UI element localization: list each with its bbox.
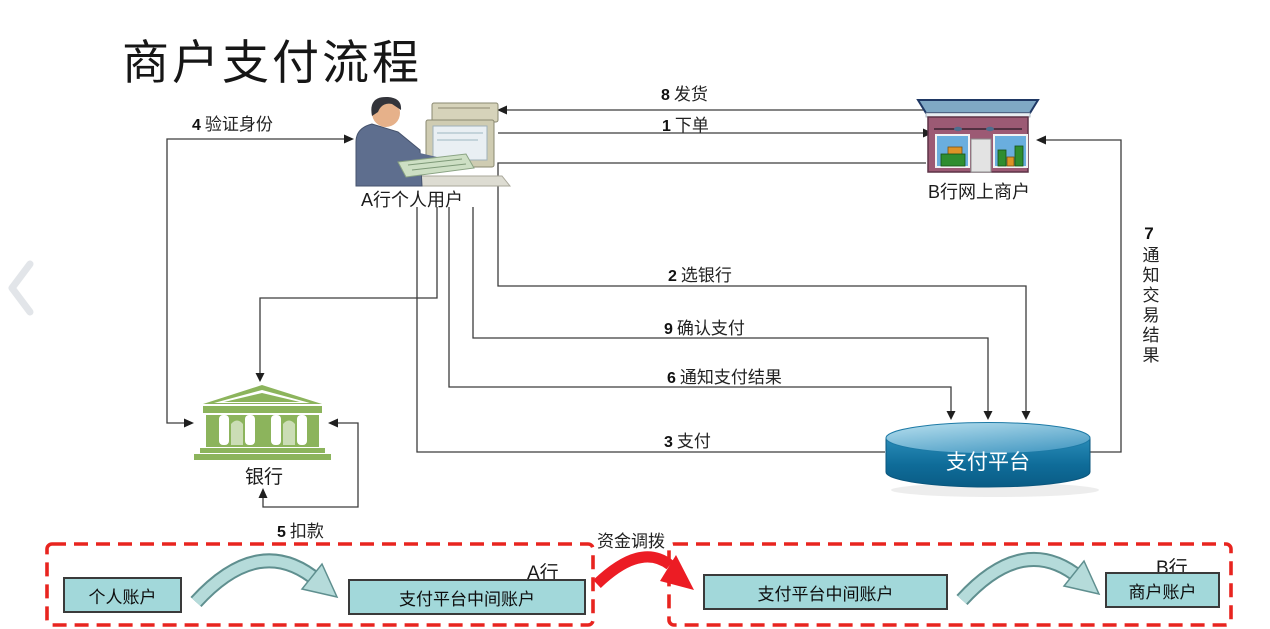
account-box-platform-a: 支付平台中间账户 bbox=[348, 579, 586, 615]
bank-building-icon bbox=[194, 385, 331, 460]
merchant-node-label: B行网上商户 bbox=[927, 182, 1030, 202]
zone-a-tag: A行 bbox=[527, 563, 559, 584]
settlement-zone-b-border bbox=[667, 542, 1233, 627]
fund-flow-arrow-a bbox=[190, 553, 339, 608]
bank-node-label: 银行 bbox=[244, 467, 283, 488]
flow-lines bbox=[166, 109, 1122, 508]
platform-label: 支付平台 bbox=[946, 451, 1030, 474]
flow-line-5-deduct bbox=[262, 422, 359, 508]
flow-arrowheads bbox=[184, 105, 1046, 498]
chevron-left-icon[interactable] bbox=[8, 260, 34, 316]
settlement-zones bbox=[45, 542, 1233, 627]
flow-line-7-result bbox=[1044, 139, 1122, 453]
account-box-platform-b: 支付平台中间账户 bbox=[703, 574, 948, 610]
fund-flow-arrow-b bbox=[956, 551, 1101, 606]
user-node-label: A行个人用户 bbox=[360, 190, 463, 210]
page-title: 商户支付流程 bbox=[122, 36, 422, 89]
flow-line-6-notify bbox=[448, 207, 952, 412]
flow-line-9-confirm bbox=[472, 207, 989, 412]
account-box-merchant: 商户账户 bbox=[1105, 572, 1220, 608]
person-at-computer-icon bbox=[355, 96, 512, 187]
database-cylinder-icon: 支付平台 bbox=[885, 422, 1099, 497]
settlement-zone-a-border bbox=[45, 542, 595, 627]
flow-line-3-pay bbox=[416, 207, 885, 453]
transfer-arrow-icon bbox=[593, 551, 694, 590]
storefront-icon bbox=[916, 99, 1040, 173]
flow-line-user-bank bbox=[259, 207, 438, 374]
flow-line-4-verify bbox=[166, 138, 346, 424]
transfer-label: 资金调拨 bbox=[597, 532, 665, 551]
account-box-personal: 个人账户 bbox=[63, 577, 182, 613]
flow-line-2-choosebank bbox=[497, 162, 1027, 412]
